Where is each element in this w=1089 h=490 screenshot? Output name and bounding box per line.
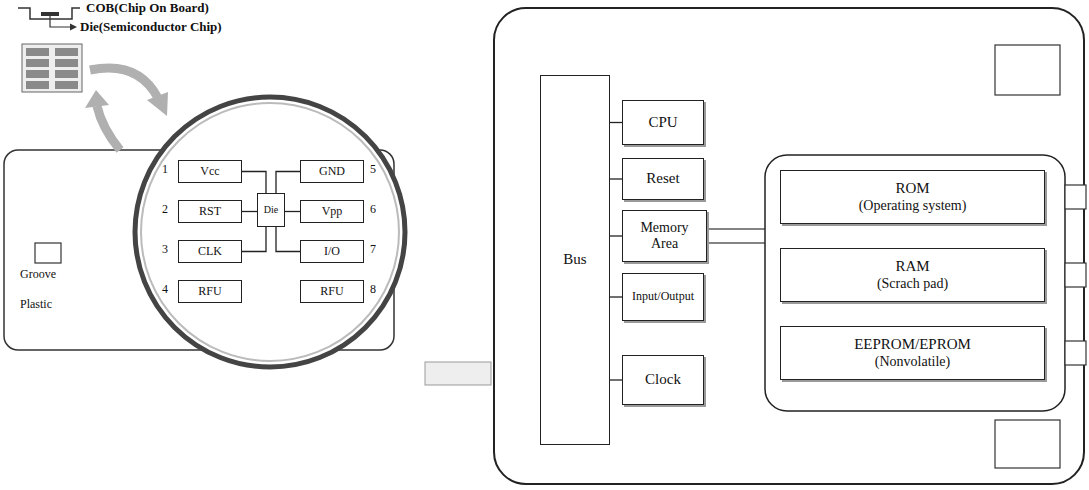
pin-box: RST bbox=[178, 200, 242, 223]
box-text: CPU bbox=[648, 114, 677, 131]
block-box: Reset bbox=[622, 158, 704, 200]
pin-box: RFU bbox=[178, 280, 242, 303]
box-text: GND bbox=[319, 165, 345, 179]
contact-pads bbox=[26, 48, 78, 89]
box-text: I/O bbox=[324, 245, 340, 259]
pin-number: 7 bbox=[370, 243, 376, 256]
block-box: Input/Output bbox=[622, 273, 704, 321]
groove-square bbox=[35, 243, 61, 263]
connector-line bbox=[276, 172, 300, 194]
contact-square bbox=[1065, 185, 1086, 209]
box-subtext: (Operating system) bbox=[859, 198, 967, 214]
connector-line bbox=[285, 211, 300, 212]
block-box: Memory Area bbox=[622, 210, 707, 262]
pin-number: 1 bbox=[162, 163, 168, 176]
memory-box: EEPROM/EPROM(Nonvolatile) bbox=[780, 326, 1045, 380]
pin-number: 6 bbox=[370, 203, 376, 216]
contact-square bbox=[995, 45, 1060, 95]
connector-line bbox=[610, 122, 622, 123]
connector-line bbox=[610, 296, 622, 297]
arrow-head bbox=[147, 92, 168, 116]
die-chip bbox=[41, 12, 59, 16]
block-box: Clock bbox=[622, 355, 704, 405]
block-box: CPU bbox=[622, 100, 704, 145]
pin-box: Vpp bbox=[300, 200, 364, 223]
pin-number: 4 bbox=[162, 283, 168, 296]
box-text: RST bbox=[199, 205, 221, 219]
connector-line bbox=[610, 235, 622, 236]
magnifier-handle bbox=[425, 362, 491, 385]
memory-group bbox=[765, 155, 1065, 411]
leader-line bbox=[50, 16, 70, 27]
connector-line bbox=[610, 379, 622, 380]
contact-square bbox=[995, 420, 1060, 468]
box-subtext: (Scrach pad) bbox=[877, 276, 948, 292]
pin-box: I/O bbox=[300, 240, 364, 263]
box-text: Input/Output bbox=[632, 290, 694, 304]
box-text: CLK bbox=[198, 245, 222, 259]
box-text: Vpp bbox=[322, 205, 343, 219]
memory-box: RAM(Scrach pad) bbox=[780, 248, 1045, 302]
bus-box: Bus bbox=[540, 75, 610, 445]
box-text: Vcc bbox=[200, 165, 219, 179]
curved-arrow bbox=[90, 68, 158, 98]
card-panel bbox=[494, 8, 1084, 484]
box-text: RAM bbox=[895, 258, 929, 275]
part-label: COB(Chip On Board) bbox=[86, 1, 209, 15]
die-box: Die bbox=[257, 193, 285, 227]
box-text: EEPROM/EPROM bbox=[854, 336, 971, 353]
pin-number: 3 bbox=[162, 243, 168, 256]
contact-square bbox=[1065, 341, 1086, 365]
magnifier-rim bbox=[141, 103, 399, 361]
box-text: RFU bbox=[198, 285, 221, 299]
connector-line bbox=[610, 178, 622, 179]
pin-box: RFU bbox=[300, 280, 364, 303]
pin-box: CLK bbox=[178, 240, 242, 263]
box-text: Bus bbox=[563, 251, 586, 268]
part-label: Die(Semiconductor Chip) bbox=[80, 20, 222, 34]
pin-box: Vcc bbox=[178, 160, 242, 183]
curved-arrow bbox=[97, 106, 120, 150]
cob-section bbox=[18, 8, 80, 19]
magnifier-lens bbox=[135, 97, 405, 367]
pin-box: GND bbox=[300, 160, 364, 183]
pin-number: 5 bbox=[370, 163, 376, 176]
pin-number: 8 bbox=[370, 283, 376, 296]
box-text: Die bbox=[264, 204, 278, 216]
connector-line bbox=[242, 211, 257, 212]
memory-link bbox=[704, 229, 766, 243]
connector-line bbox=[242, 172, 266, 194]
contact-square bbox=[1065, 263, 1086, 287]
arrow-head bbox=[85, 90, 109, 108]
box-text: ROM bbox=[895, 180, 929, 197]
part-label: Groove bbox=[20, 268, 56, 281]
contact-plate bbox=[22, 44, 82, 92]
part-label: Plastic bbox=[20, 298, 52, 311]
connector-line bbox=[242, 227, 266, 252]
box-text: Reset bbox=[646, 170, 679, 187]
box-text: Memory Area bbox=[627, 220, 702, 252]
pin-number: 2 bbox=[162, 203, 168, 216]
box-text: RFU bbox=[320, 285, 343, 299]
connector-line bbox=[276, 227, 300, 252]
memory-box: ROM(Operating system) bbox=[780, 170, 1045, 224]
arrow-head bbox=[70, 24, 77, 31]
box-text: Clock bbox=[645, 371, 681, 388]
box-subtext: (Nonvolatile) bbox=[875, 354, 950, 370]
